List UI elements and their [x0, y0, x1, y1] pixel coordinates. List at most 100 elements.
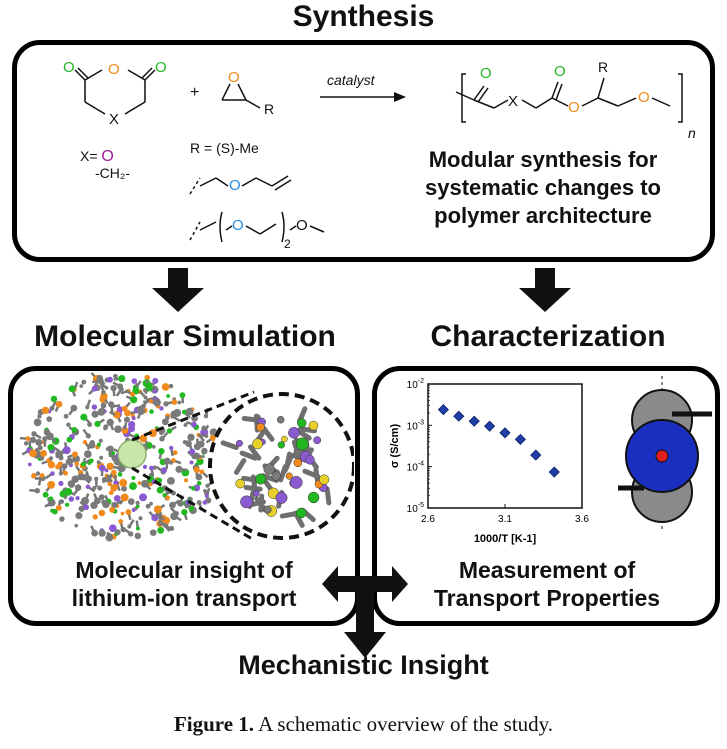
data-point	[468, 415, 480, 427]
atom	[136, 405, 145, 414]
data-point	[514, 433, 526, 445]
zoom-atom	[263, 463, 275, 475]
zoom-bond	[250, 474, 258, 494]
atom	[46, 416, 53, 423]
atom	[187, 433, 195, 441]
atom	[139, 434, 148, 443]
atom	[110, 384, 117, 392]
atom	[92, 514, 98, 520]
atom	[29, 436, 37, 444]
atom	[199, 469, 205, 475]
atom	[189, 448, 196, 455]
data-point	[530, 449, 542, 461]
x-tick-label: 3.1	[498, 514, 512, 525]
atom	[171, 399, 178, 405]
zoom-atom	[288, 427, 300, 439]
atom	[181, 508, 188, 516]
atom	[142, 464, 148, 470]
zoom-atom	[253, 490, 260, 497]
atom	[96, 460, 101, 465]
atom	[159, 436, 165, 442]
atom	[64, 487, 73, 496]
atom	[39, 473, 45, 478]
atom	[85, 433, 91, 439]
zoom-region	[117, 439, 147, 469]
atom	[131, 416, 136, 421]
atom	[42, 491, 49, 498]
atom	[98, 509, 106, 517]
atom	[202, 500, 208, 505]
atom	[91, 404, 98, 410]
atom	[66, 422, 71, 427]
atom	[66, 457, 74, 465]
atom	[43, 429, 51, 436]
atom	[153, 389, 158, 394]
atom	[79, 384, 84, 388]
atom	[47, 461, 56, 469]
cell-diagram	[618, 376, 712, 532]
atom	[62, 470, 67, 475]
atom	[106, 418, 114, 427]
atom	[27, 462, 32, 467]
zoom-bond	[284, 451, 292, 471]
atom	[195, 473, 203, 481]
atom	[175, 465, 183, 473]
polymer-n: n	[688, 125, 696, 141]
atom	[158, 448, 165, 455]
zoom-bond	[247, 444, 262, 461]
svg-text:O: O	[568, 99, 580, 116]
epoxide-r: R	[264, 101, 274, 117]
atom	[93, 497, 101, 505]
atom	[58, 471, 63, 476]
zoom-line-top	[131, 390, 255, 442]
figure-caption: Figure 1. A schematic overview of the st…	[0, 712, 727, 737]
atom	[143, 395, 148, 400]
atom	[119, 465, 126, 472]
double-arrow	[322, 566, 408, 602]
atom	[47, 480, 56, 489]
atom	[85, 475, 93, 482]
caption-label: Figure 1.	[173, 712, 255, 736]
atom	[161, 418, 169, 426]
atom	[170, 410, 178, 419]
atom	[83, 450, 92, 459]
atom	[49, 456, 54, 461]
zoom-atom	[271, 471, 281, 481]
plus-sign: +	[190, 84, 200, 101]
atom	[177, 400, 182, 405]
atom	[41, 406, 50, 415]
atom	[134, 532, 142, 540]
atom	[166, 428, 173, 434]
atom	[89, 458, 94, 464]
atom	[203, 488, 207, 493]
zoom-atom	[275, 491, 288, 504]
atom	[34, 488, 41, 494]
atom	[78, 505, 85, 512]
atom	[121, 485, 127, 492]
atom	[98, 438, 103, 443]
atom	[128, 425, 136, 433]
atom	[68, 496, 75, 502]
atom	[120, 511, 125, 516]
atom	[39, 455, 45, 461]
atom	[190, 421, 197, 428]
epoxide-o: O	[228, 69, 240, 86]
atom	[166, 394, 171, 398]
plot-frame	[427, 383, 583, 509]
peg-sidechain: O 2 O	[189, 211, 325, 250]
atom	[148, 465, 154, 471]
atom	[149, 409, 154, 414]
atom	[119, 478, 128, 487]
down-arrow-left	[152, 268, 204, 312]
atom	[114, 529, 121, 536]
molecular-simulation-image	[19, 372, 354, 542]
atom	[35, 438, 43, 446]
atom	[104, 468, 109, 473]
converging-arrows	[322, 566, 408, 658]
atom	[75, 495, 80, 501]
caption-text: A schematic overview of the study.	[254, 712, 554, 736]
atom	[131, 378, 138, 384]
atom	[161, 383, 170, 391]
atom	[68, 385, 76, 393]
atom	[59, 516, 65, 522]
